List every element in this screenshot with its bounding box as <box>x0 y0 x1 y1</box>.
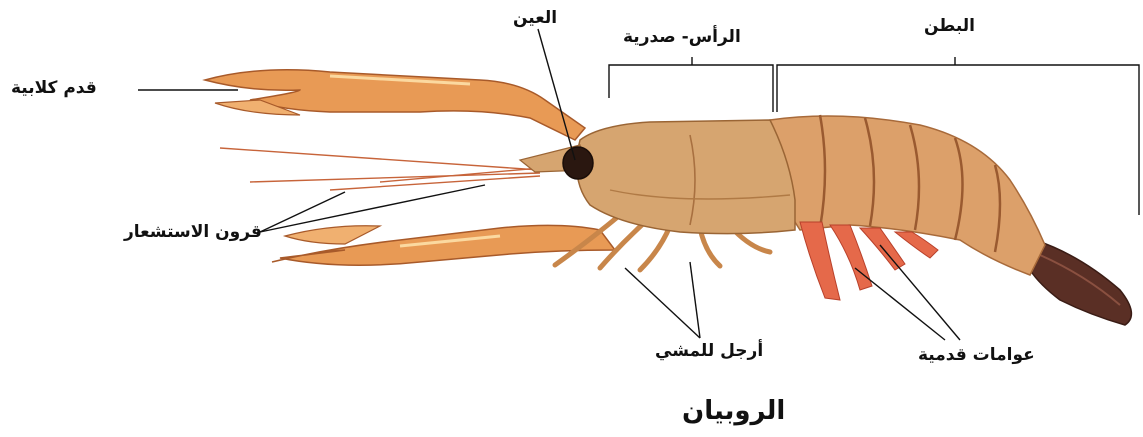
antennae-drawing <box>220 148 540 190</box>
label-claw: قدم كلابية <box>11 78 97 98</box>
label-cephalothorax: الرأس- صدرية <box>623 27 741 47</box>
label-abdomen: البطن <box>924 16 975 36</box>
upper-claw <box>205 70 585 140</box>
label-eye: العين <box>513 8 557 28</box>
eye-drawing <box>563 147 593 179</box>
label-swimmerets: عوامات قدمية <box>918 345 1035 365</box>
cephalothorax-drawing <box>520 120 795 234</box>
label-walking-legs: أرجل للمشي <box>655 341 763 361</box>
diagram-title: الروبيان <box>682 396 785 426</box>
label-antennae: قرون الاستشعار <box>124 222 262 242</box>
tail-fan <box>1030 240 1131 325</box>
